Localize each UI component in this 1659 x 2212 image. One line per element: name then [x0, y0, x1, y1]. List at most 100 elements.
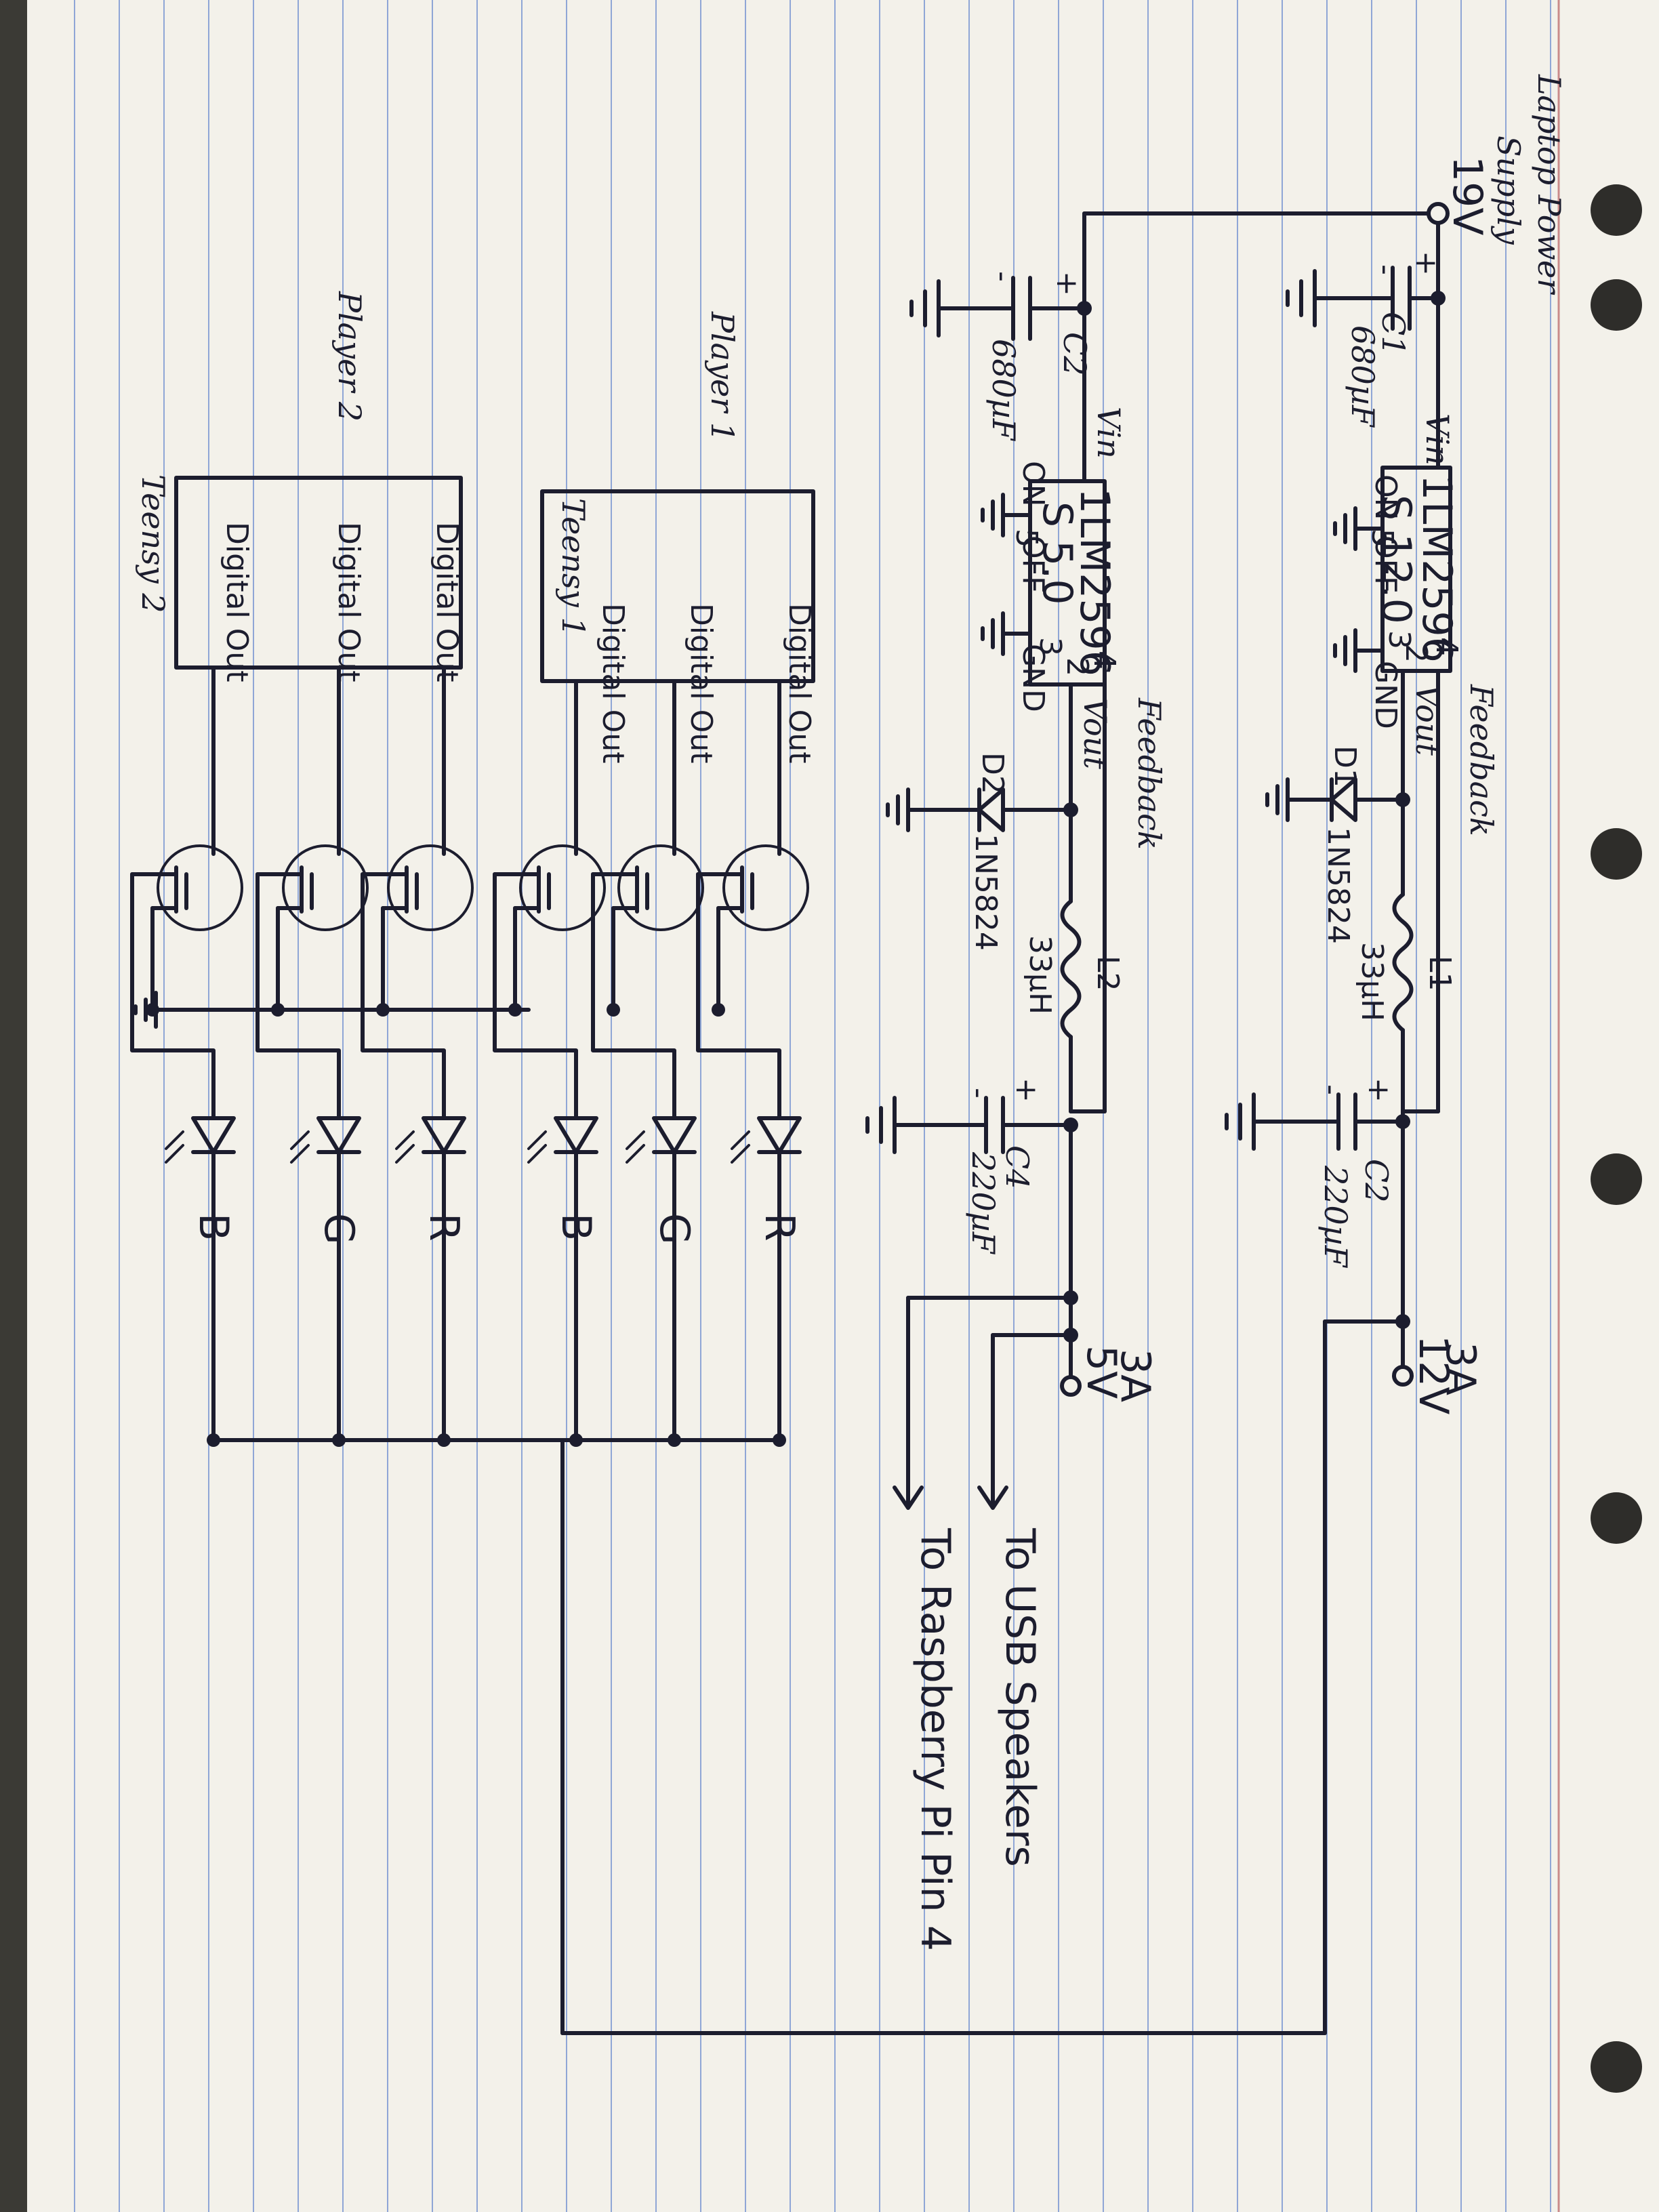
l2-value: 33µH	[1023, 935, 1057, 1015]
led-label-p1-g: G	[651, 1213, 698, 1245]
drain-to-led-p1-g	[591, 872, 676, 1100]
schematic-svg: Laptop Power Supply 19V + - C1 680µF Vin…	[27, 0, 1659, 2212]
reg5-on: ON	[1016, 461, 1050, 507]
reg5-gnd-label: GND	[1016, 644, 1050, 712]
d1-diode	[1265, 777, 1405, 822]
reg5-pin1: 1	[1071, 488, 1118, 514]
led-label-p2-b: B	[190, 1213, 237, 1241]
led-ray2-p1-b	[527, 1130, 547, 1150]
led-ray2-p2-r	[395, 1130, 415, 1150]
reg12-on: ON	[1368, 474, 1403, 520]
reg12-vout-label: Vout	[1409, 684, 1446, 756]
out-5v-voltage: 5V	[1078, 1345, 1125, 1399]
c2-plus: +	[1361, 1078, 1396, 1103]
notebook-paper: Laptop Power Supply 19V + - C1 680µF Vin…	[27, 0, 1659, 2212]
c2in-name: C2	[1057, 332, 1093, 375]
l1-value: 33µH	[1355, 942, 1389, 1021]
reg12-feedback-label: Feedback	[1463, 684, 1500, 836]
ground-junction-p1-g	[607, 1003, 620, 1017]
l2-inductor	[1060, 899, 1082, 1039]
led-ray2-p1-g	[626, 1130, 645, 1150]
reg12-pin5: 5	[1365, 529, 1399, 548]
reg5-pin3: 3	[1033, 637, 1067, 656]
teensy1-pin-c: Digital Out	[596, 603, 630, 763]
reg12-off: OFF	[1368, 535, 1403, 593]
out-12v-voltage: 12V	[1410, 1335, 1457, 1414]
reg5-onoff-ground	[981, 493, 1032, 537]
supply-label-line2: Supply	[1490, 136, 1527, 245]
reg5-vout-net	[1063, 682, 1107, 1113]
c1-value: 680µF	[1345, 325, 1381, 428]
mosfet-ground-bus	[134, 991, 531, 1029]
mosfet-p2-r	[387, 844, 474, 931]
mosfet-p1-g	[617, 844, 704, 931]
to-usb-speakers-label: To USB Speakers	[996, 1528, 1044, 1867]
led-ray1-p2-b	[165, 1144, 184, 1164]
punch-holes	[1591, 184, 1642, 2093]
c2in-value: 680µF	[985, 339, 1022, 442]
reg12-variant: S 12.0	[1372, 495, 1420, 624]
out-5v-current: 3A	[1111, 1349, 1159, 1402]
out-12v-current: 3A	[1437, 1342, 1484, 1395]
d1-value: 1N5824	[1321, 827, 1355, 944]
reg12-vout-net	[1395, 669, 1440, 1113]
reg5-gnd-ground	[981, 611, 1032, 656]
led-label-p1-r: R	[756, 1213, 803, 1242]
mosfet-p1-r	[722, 844, 809, 931]
d2-diode	[886, 787, 1073, 832]
c2-input-capacitor-5v	[909, 276, 1086, 483]
teensy2-label: Teensy 2	[135, 474, 171, 613]
reg5-vout-label: Vout	[1077, 698, 1113, 769]
mosfet-p1-b	[519, 844, 606, 931]
c4-name: C4	[999, 1145, 1036, 1189]
mosfet-p2-b	[157, 844, 243, 931]
out-12v-terminal	[1323, 1120, 1414, 2035]
out-5v-terminal	[893, 1123, 1082, 1510]
led-ray1-p1-g	[626, 1144, 645, 1164]
c2-minus: -	[1314, 1084, 1349, 1095]
teensy2-pin-c: Digital Out	[220, 522, 254, 682]
reg12-onoff-ground	[1333, 506, 1385, 551]
led-label-p2-r: R	[420, 1213, 468, 1242]
l1-name: L1	[1422, 956, 1457, 991]
c1-name: C1	[1375, 312, 1412, 355]
supply-label-line1: Laptop Power	[1531, 74, 1568, 295]
drain-to-led-p2-b	[130, 872, 216, 1100]
c1-minus: -	[1368, 264, 1403, 275]
led-label-p1-b: B	[552, 1213, 600, 1241]
player2-title: Player 2	[331, 291, 368, 422]
drain-to-led-p1-r	[696, 872, 781, 1100]
drain-to-led-p2-g	[255, 872, 341, 1100]
lm2596-12v-box	[1380, 466, 1452, 673]
led-ray1-p2-r	[395, 1144, 415, 1164]
reg12-vin-label: Vin	[1419, 413, 1456, 466]
teensy-1-box	[540, 489, 815, 683]
led-common-bus	[211, 1438, 1327, 2035]
player1-title: Player 1	[704, 311, 741, 442]
c2in-plus: +	[1050, 271, 1084, 296]
c4-plus: +	[1009, 1078, 1044, 1103]
reg5-feedback-label: Feedback	[1131, 697, 1168, 850]
d2-value: 1N5824	[968, 834, 1003, 951]
led-ray1-p1-r	[731, 1144, 750, 1164]
reg5-pin5: 5	[1009, 529, 1044, 548]
teensy1-pin-a: Digital Out	[782, 603, 817, 763]
led-ray2-p2-g	[290, 1130, 310, 1150]
reg12-gnd-ground	[1333, 628, 1385, 673]
drain-to-led-p1-b	[493, 872, 578, 1100]
reg12-pin1: 1	[1413, 474, 1460, 500]
c1-capacitor	[1286, 266, 1440, 331]
c2-value: 220µF	[1317, 1165, 1354, 1269]
c2-name: C2	[1358, 1159, 1395, 1202]
d1-name: D1	[1328, 745, 1362, 787]
led-ray2-p2-b	[165, 1130, 184, 1150]
ground-junction-p1-r	[712, 1003, 725, 1017]
reg12-pin2: 2	[1399, 644, 1433, 663]
l1-inductor	[1392, 893, 1414, 1032]
teensy1-pin-b: Digital Out	[684, 603, 718, 763]
teensy1-label: Teensy 1	[555, 498, 592, 637]
to-raspberry-pi-label: To Raspberry Pi Pin 4	[912, 1528, 959, 1951]
reg5-pin4: 4	[1087, 651, 1122, 670]
